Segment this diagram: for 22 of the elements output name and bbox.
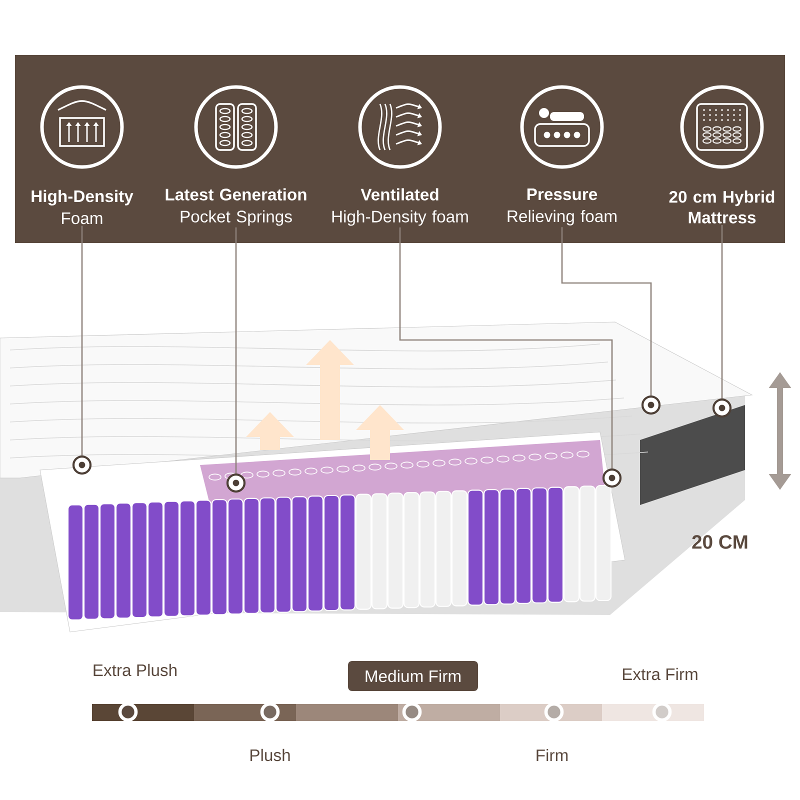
feature-label: 20 cm Hybrid Mattress bbox=[669, 190, 774, 224]
scale-label: Extra Plush bbox=[94, 664, 176, 676]
leader-line bbox=[235, 227, 237, 474]
marker-dot bbox=[602, 468, 622, 488]
marker-dot bbox=[712, 398, 732, 418]
marker-dot bbox=[226, 473, 246, 493]
feature-label: Latest Generation Pocket Springs bbox=[166, 188, 306, 226]
feature-label: High-Density Foam bbox=[32, 190, 134, 224]
scale-label: Firm bbox=[536, 748, 568, 762]
marker-dot bbox=[72, 455, 92, 475]
scale-label: Extra Firm bbox=[622, 668, 698, 680]
leader-line bbox=[81, 226, 83, 456]
firmness-tag: Medium Firm bbox=[348, 661, 478, 691]
feature-panel bbox=[15, 55, 785, 243]
feature-label: Ventilated High-Density foam bbox=[332, 188, 468, 226]
leader-line bbox=[561, 227, 652, 396]
marker-dot bbox=[641, 395, 661, 415]
dimension-label: 20 CM bbox=[692, 535, 748, 549]
scale-label: Plush bbox=[250, 748, 290, 762]
leader-line bbox=[399, 227, 613, 468]
feature-label: Pressure Relieving foam bbox=[508, 188, 616, 226]
leader-line bbox=[721, 225, 723, 398]
